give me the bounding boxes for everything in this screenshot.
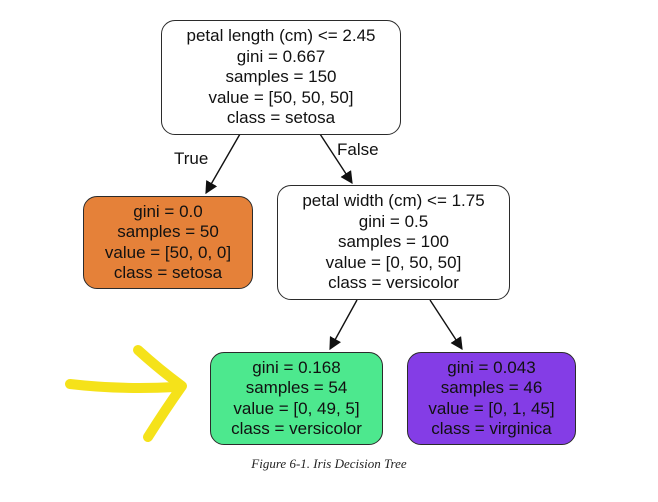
edge-root-to-right [319,133,353,185]
node-root-line: gini = 0.667 [236,46,326,66]
node-left-line: gini = 0.0 [133,201,203,221]
edge-label-false: False [337,140,379,159]
highlight-arrow-head [133,345,187,442]
node-right-right-line: samples = 46 [440,378,543,397]
node-right-right-line: gini = 0.043 [447,357,536,377]
node-right-right-line: class = virginica [431,419,552,438]
edge-right-to-right-right [429,299,463,351]
node-right-right-line: value = [0, 1, 45] [428,398,555,418]
node-right-line: value = [0, 50, 50] [325,252,462,272]
node-right-left-line: samples = 54 [245,378,348,397]
node-virginica-leaf: gini = 0.043 samples = 46 value = [0, 1,… [407,352,576,445]
node-root-line: samples = 150 [225,67,337,87]
node-right-line: petal width (cm) <= 1.75 [302,191,485,211]
node-versicolor-leaf: gini = 0.168 samples = 54 value = [0, 49… [210,352,383,445]
edge-root-to-left [205,133,241,195]
node-right-line: class = versicolor [328,273,459,293]
edge-right-to-right-left [329,299,358,351]
node-right-left-line: value = [0, 49, 5] [233,398,360,418]
highlight-arrow-shaft [65,379,181,393]
node-right-split: petal width (cm) <= 1.75 gini = 0.5 samp… [277,185,510,300]
node-root-line: value = [50, 50, 50] [208,87,354,107]
node-right-left-line: class = versicolor [231,419,362,438]
node-root-line: petal length (cm) <= 2.45 [186,26,376,46]
node-left-leaf: gini = 0.0 samples = 50 value = [50, 0, … [83,196,253,289]
node-right-left-line: gini = 0.168 [252,357,341,377]
node-right-line: samples = 100 [337,232,450,252]
node-left-line: value = [50, 0, 0] [104,242,232,262]
node-right-line: gini = 0.5 [358,211,429,231]
node-left-line: class = setosa [113,263,223,282]
node-left-line: samples = 50 [117,222,219,241]
edge-label-true: True [174,149,209,168]
node-root-line: class = setosa [226,108,336,128]
figure-caption: Figure 6-1. Iris Decision Tree [251,456,407,471]
node-root: petal length (cm) <= 2.45 gini = 0.667 s… [161,20,401,135]
highlight-arrow [65,345,187,442]
